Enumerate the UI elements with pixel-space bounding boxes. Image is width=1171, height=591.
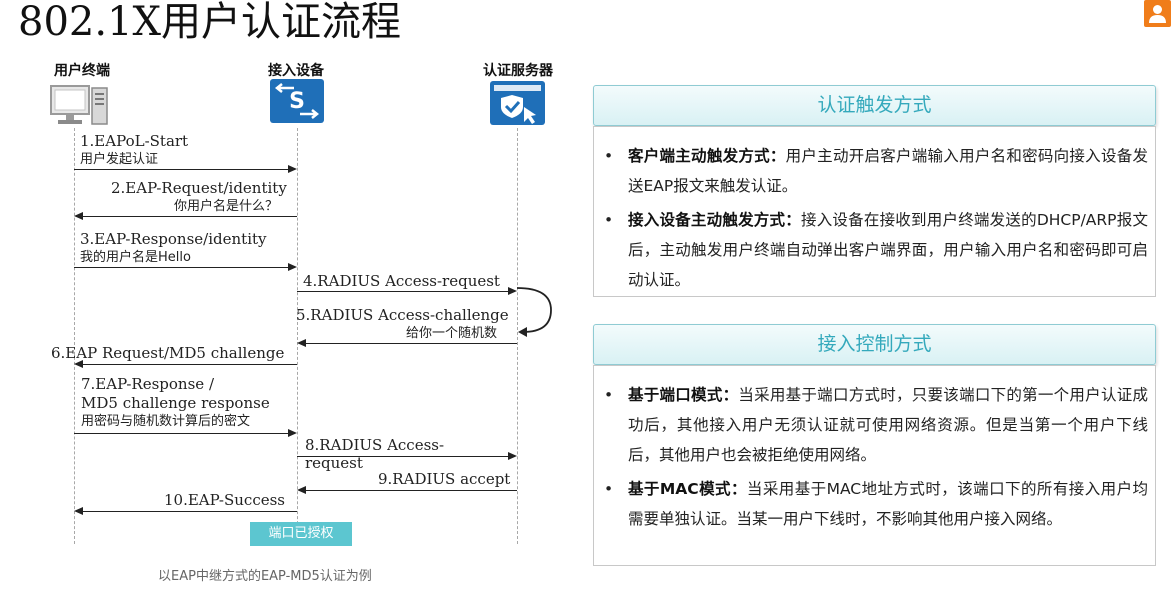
msg-2-desc: 你用户名是什么？	[174, 199, 279, 214]
msg-9-label: 9.RADIUS accept	[378, 470, 511, 488]
bullet-dot: •	[604, 480, 614, 498]
msg-7-label: 7.EAP-Response /	[81, 375, 214, 393]
trigger-panel-body: • 客户端主动触发方式：用户主动开启客户端输入用户名和密码向接入设备发送EAP报…	[593, 126, 1156, 297]
page-title: 802.1X用户认证流程	[18, 0, 401, 45]
arrow-6	[74, 359, 297, 368]
user-icon[interactable]	[1144, 0, 1171, 27]
msg-7-desc: 用密码与随机数计算后的密文	[81, 414, 251, 429]
bullet-dot: •	[604, 386, 614, 404]
msg-4-label: 4.RADIUS Access-request	[303, 272, 500, 290]
server-shield-icon	[490, 81, 545, 129]
control-item-port-title: 基于端口模式：	[628, 386, 739, 404]
msg-1-label: 1.EAPoL-Start	[80, 132, 189, 150]
arrow-8	[297, 451, 517, 460]
trigger-item-device-text: 接入设备在接收到用户终端发送的DHCP/ARP报文后，主动触发用户终端自动弹出客…	[628, 211, 1148, 289]
lane-label-auth-server: 认证服务器	[483, 63, 553, 79]
lifeline-access-device	[297, 128, 298, 544]
trigger-panel-header: 认证触发方式	[593, 85, 1156, 126]
arrow-3	[74, 262, 297, 271]
trigger-item-client-title: 客户端主动触发方式：	[628, 147, 786, 165]
arrow-10	[74, 506, 297, 515]
port-authorized-badge: 端口已授权	[250, 522, 352, 546]
lifeline-auth-server	[517, 128, 518, 544]
msg-7-label-2: MD5 challenge response	[81, 394, 270, 412]
arrow-1	[74, 164, 297, 173]
msg-3-label: 3.EAP-Response/identity	[80, 230, 267, 248]
arrow-9	[297, 485, 517, 494]
msg-1-desc: 用户发起认证	[80, 152, 159, 167]
msg-5-label: 5.RADIUS Access-challenge	[296, 306, 509, 324]
control-panel-header: 接入控制方式	[593, 324, 1156, 365]
bullet-dot: •	[604, 147, 614, 165]
arrow-4	[297, 286, 517, 295]
msg-6-label: 6.EAP Request/MD5 challenge	[51, 344, 285, 362]
lifeline-terminal	[74, 128, 75, 544]
control-item-mac-title: 基于MAC模式：	[628, 480, 747, 498]
msg-10-label: 10.EAP-Success	[164, 491, 285, 509]
pc-icon	[50, 84, 110, 130]
svg-text:S: S	[289, 89, 305, 114]
msg-5-desc: 给你一个随机数	[406, 326, 498, 341]
msg-8-label: 8.RADIUS Access-	[305, 436, 445, 454]
switch-icon: S	[270, 79, 324, 127]
arrow-5	[297, 338, 517, 347]
lane-label-terminal: 用户终端	[54, 63, 110, 79]
bullet-dot: •	[604, 211, 614, 229]
msg-2-label: 2.EAP-Request/identity	[111, 179, 287, 197]
lane-label-access-device: 接入设备	[268, 63, 324, 79]
trigger-item-device-title: 接入设备主动触发方式：	[628, 211, 801, 229]
arrow-2	[74, 211, 297, 220]
loop-arrow	[515, 286, 555, 342]
control-item-mac-text: 当采用基于MAC地址方式时，该端口下的所有接入用户均需要单独认证。当某一用户下线…	[628, 480, 1149, 528]
arrow-7	[74, 428, 297, 437]
control-panel-body: • 基于端口模式：当采用基于端口方式时，只要该端口下的第一个用户认证成功后，其他…	[593, 365, 1156, 566]
msg-8-label-2: request	[305, 454, 363, 472]
msg-3-desc: 我的用户名是Hello	[80, 250, 191, 265]
control-item-port-text: 当采用基于端口方式时，只要该端口下的第一个用户认证成功后，其他接入用户无须认证就…	[628, 386, 1148, 464]
trigger-item-client-text: 用户主动开启客户端输入用户名和密码向接入设备发送EAP报文来触发认证。	[628, 147, 1148, 195]
diagram-caption: 以EAP中继方式的EAP-MD5认证为例	[158, 569, 372, 584]
